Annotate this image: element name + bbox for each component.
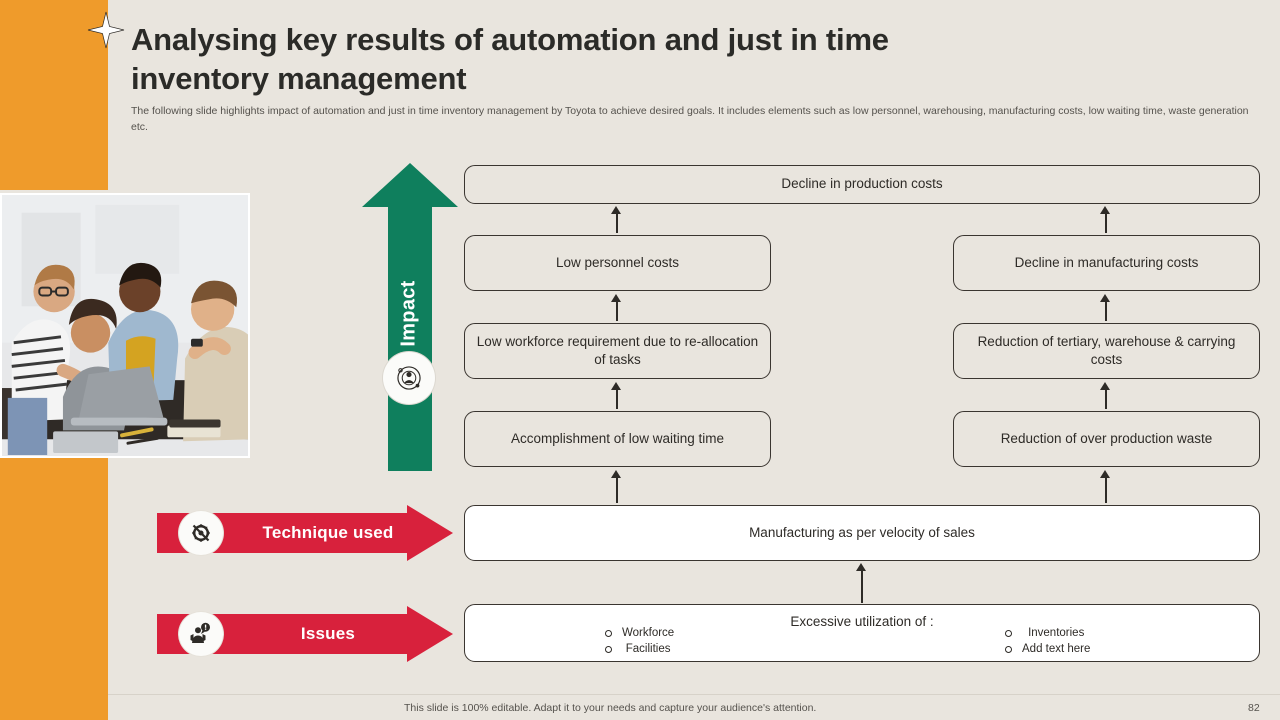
connector-arrow-center [856, 563, 868, 603]
list-item: Facilities [605, 641, 674, 657]
target-people-icon [383, 352, 435, 404]
excessive-utilization-label: Excessive utilization of : [790, 614, 934, 629]
connector-arrow-right-1 [1100, 206, 1112, 233]
page-number: 82 [1248, 702, 1260, 714]
impact-arrow [362, 163, 458, 471]
flow-box-right-2[interactable]: Reduction of tertiary, warehouse & carry… [953, 323, 1260, 379]
connector-arrow-left-4 [611, 470, 623, 503]
person-alert-icon [179, 612, 223, 656]
footer-note: This slide is 100% editable. Adapt it to… [404, 702, 817, 714]
connector-arrow-left-2 [611, 294, 623, 321]
banner-label: Technique used [262, 523, 394, 542]
flow-box-right-1[interactable]: Decline in manufacturing costs [953, 235, 1260, 291]
connector-arrow-right-3 [1100, 382, 1112, 409]
flow-box-left-3[interactable]: Accomplishment of low waiting time [464, 411, 771, 467]
banner-label: Issues [300, 624, 356, 643]
impact-arrow-label: Impact [397, 279, 420, 347]
banner-arrowhead [407, 606, 453, 662]
list-item: Add text here [1005, 641, 1090, 657]
connector-arrow-left-1 [611, 206, 623, 233]
flow-box-left-1[interactable]: Low personnel costs [464, 235, 771, 291]
list-item: Inventories [1005, 625, 1090, 641]
team-photo [0, 193, 250, 458]
connector-arrow-left-3 [611, 382, 623, 409]
flow-box-left-2[interactable]: Low workforce requirement due to re-allo… [464, 323, 771, 379]
orange-block-bottom [0, 458, 108, 720]
orange-block-top [0, 0, 108, 190]
banner-arrowhead [407, 505, 453, 561]
connector-arrow-right-2 [1100, 294, 1112, 321]
page-subtitle: The following slide highlights impact of… [131, 105, 1249, 133]
list-item: Workforce [605, 625, 674, 641]
sparkle-star-icon [86, 10, 126, 50]
flow-box-top[interactable]: Decline in production costs [464, 165, 1260, 204]
flow-box-bottom[interactable]: Excessive utilization of : Workforce Fac… [464, 604, 1260, 662]
bullet-list-left: Workforce Facilities [605, 625, 674, 658]
gear-cross-icon [179, 511, 223, 555]
bullet-list-right: Inventories Add text here [1005, 625, 1090, 658]
flow-box-middle[interactable]: Manufacturing as per velocity of sales [464, 505, 1260, 561]
flow-box-right-3[interactable]: Reduction of over production waste [953, 411, 1260, 467]
page-title: Analysing key results of automation and … [131, 22, 889, 97]
footer-divider [108, 694, 1280, 695]
connector-arrow-right-4 [1100, 470, 1112, 503]
